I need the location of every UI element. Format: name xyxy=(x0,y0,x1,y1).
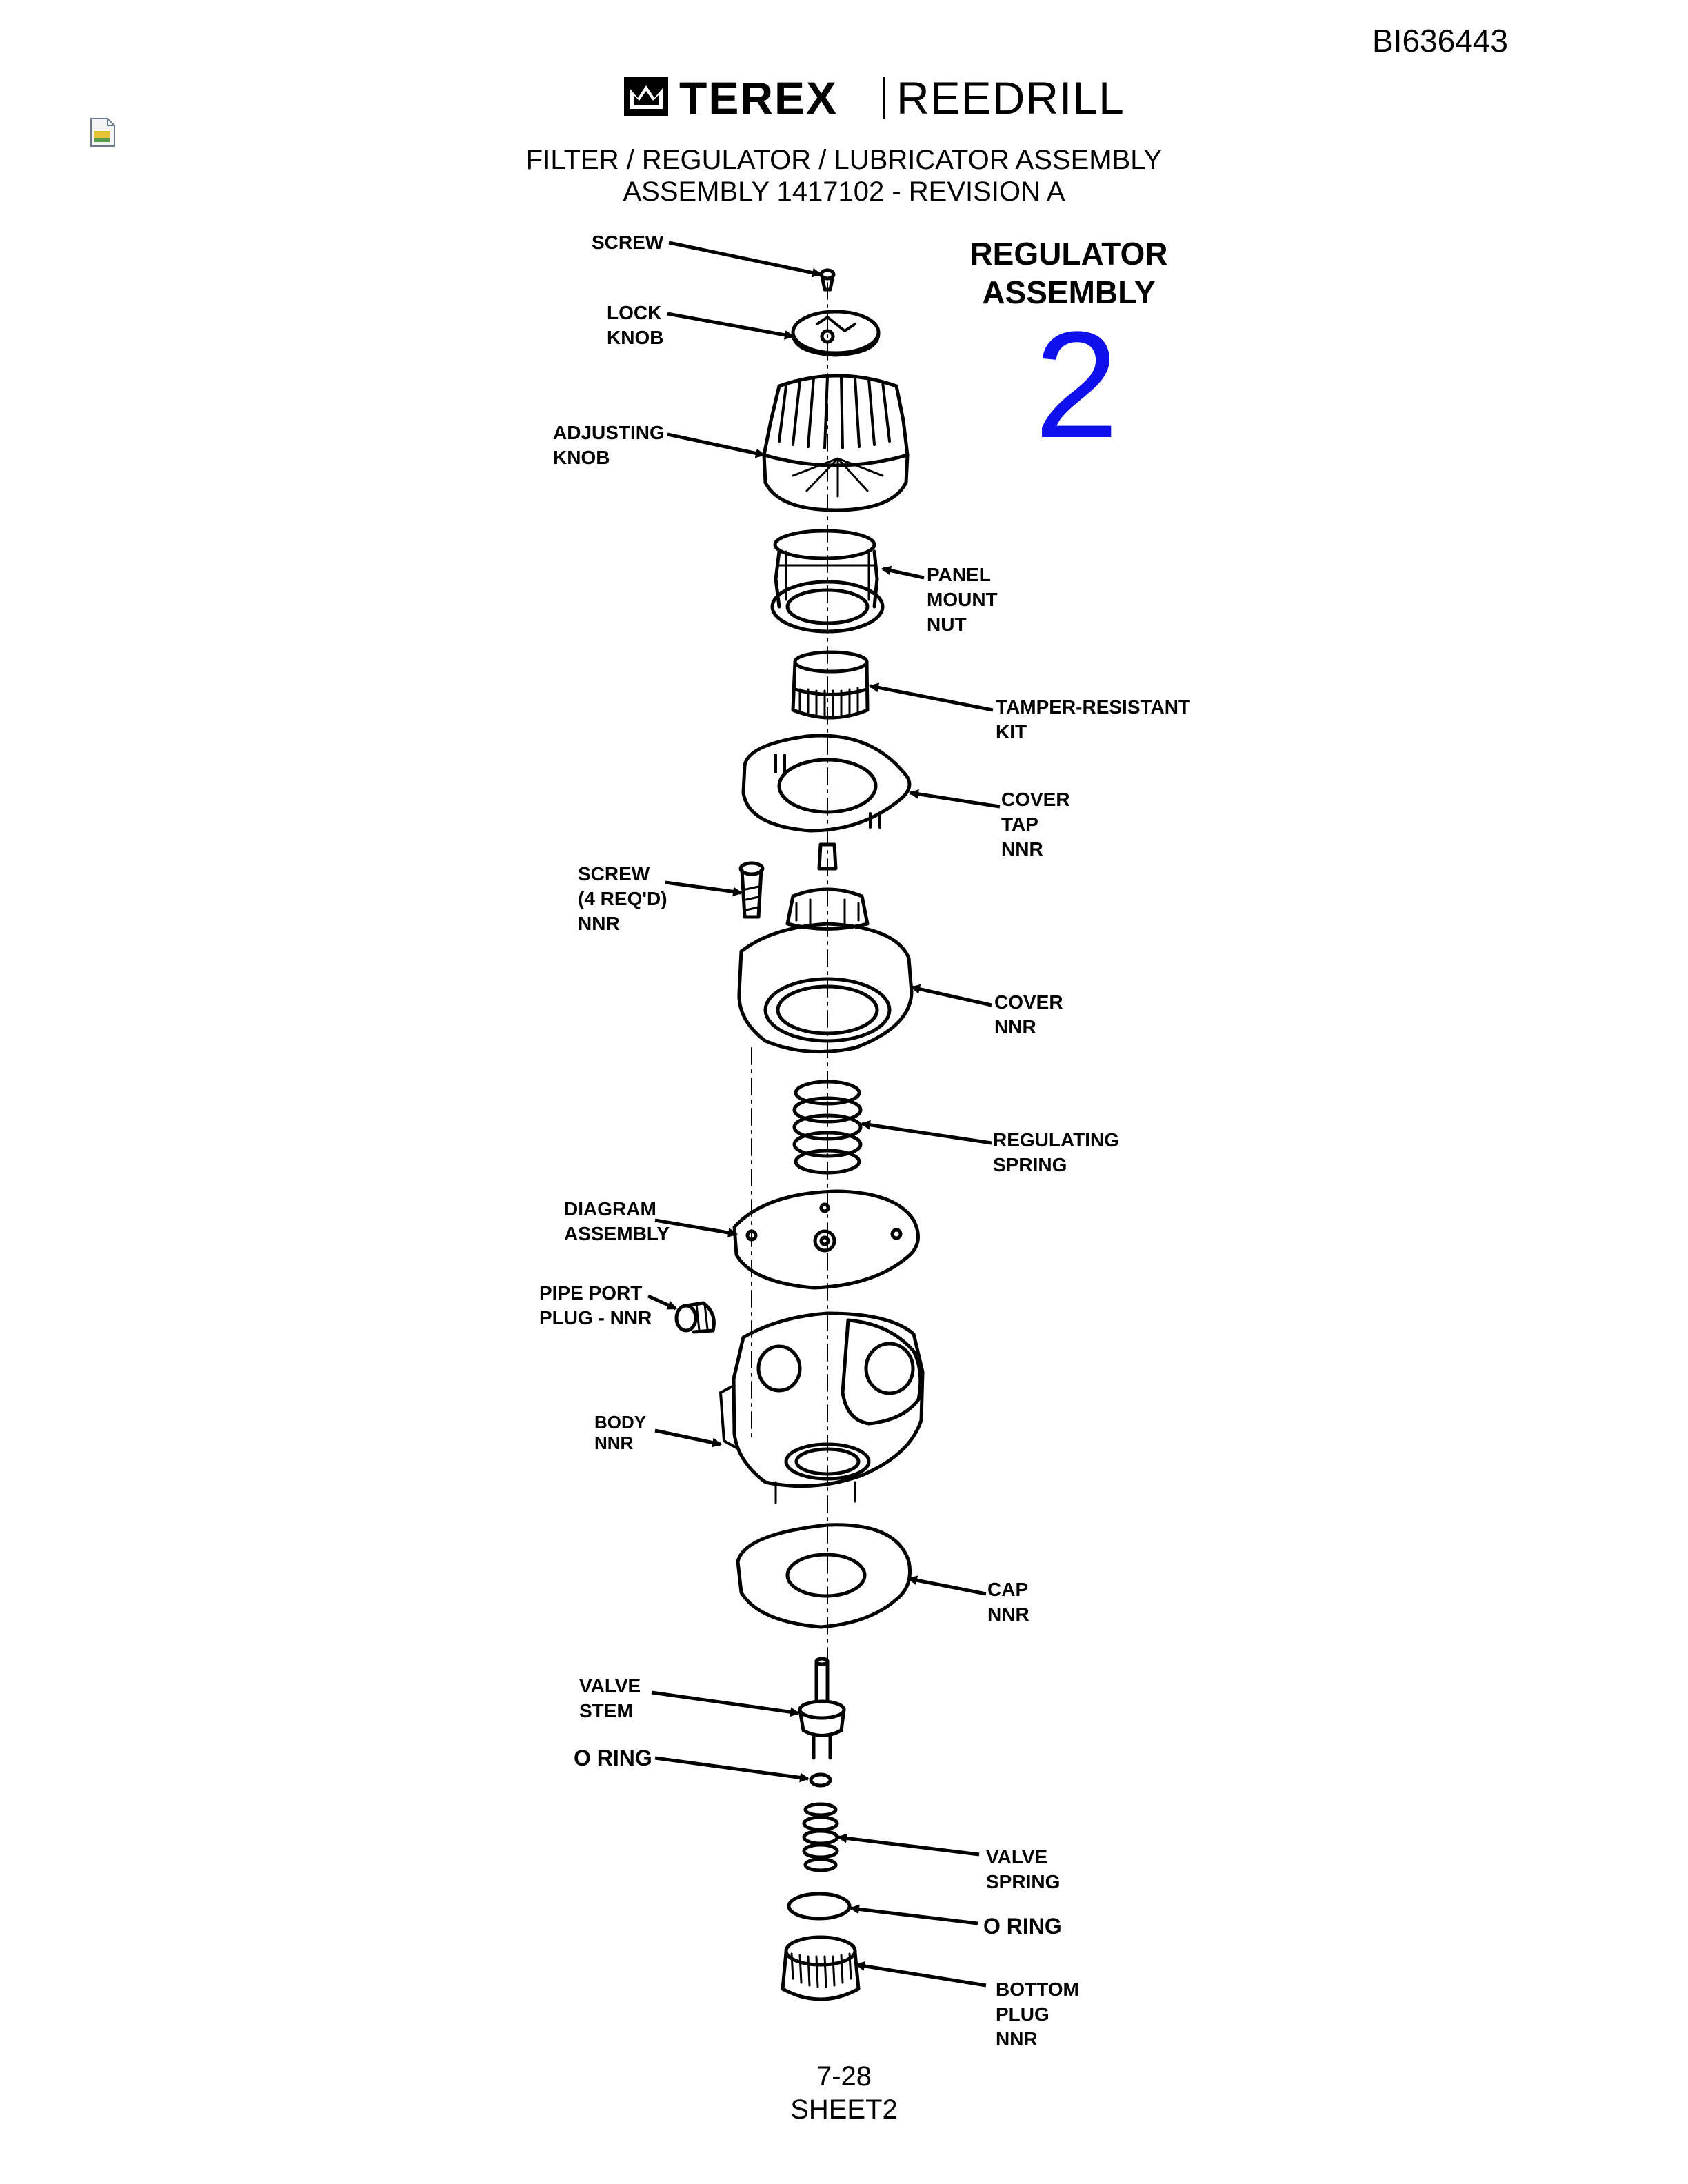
label-o-ring-small: O RING xyxy=(574,1746,652,1770)
adjusting-knob-part xyxy=(762,374,910,512)
cover-tap-part xyxy=(741,734,912,833)
label-valve-stem: VALVE STEM xyxy=(579,1675,641,1721)
document-id: BI636443 xyxy=(1372,23,1508,59)
brand-terex: TEREX xyxy=(679,72,838,123)
label-lock-knob: LOCK KNOB xyxy=(607,302,664,348)
terex-crown-logo-icon xyxy=(624,77,668,116)
panel-mount-nut-part xyxy=(770,529,885,634)
regulating-spring-part xyxy=(792,1080,863,1175)
lock-knob-part xyxy=(791,310,881,357)
label-o-ring-large: O RING xyxy=(983,1914,1062,1939)
assembly-heading-line2: ASSEMBLY xyxy=(982,274,1156,310)
label-tamper-resistant-kit: TAMPER-RESISTANT KIT xyxy=(996,696,1191,742)
brand-reedrill: REEDRILL xyxy=(896,72,1125,123)
label-cover-tap: COVER TAP NNR xyxy=(1001,789,1070,860)
document-attachment-icon xyxy=(90,118,115,147)
cover-part xyxy=(737,842,914,1054)
page-footer: 7-28 SHEET2 xyxy=(0,2060,1688,2126)
page-title: FILTER / REGULATOR / LUBRICATOR ASSEMBLY xyxy=(525,145,1163,175)
assembly-heading: REGULATOR ASSEMBLY xyxy=(965,234,1172,312)
label-cover: COVER NNR xyxy=(994,991,1063,1038)
label-adjusting-knob: ADJUSTING KNOB xyxy=(553,422,665,468)
label-panel-mount-nut: PANEL MOUNT NUT xyxy=(927,564,998,635)
label-diagram-assembly: DIAGRAM ASSEMBLY xyxy=(564,1198,670,1244)
valve-stem-part xyxy=(798,1657,846,1760)
label-screw-4: SCREW (4 REQ'D) NNR xyxy=(578,863,667,934)
screw-4-part xyxy=(738,861,765,919)
assembly-number: 2 xyxy=(1034,300,1119,469)
o-ring-large-part xyxy=(787,1892,852,1921)
tamper-resistant-kit-part xyxy=(791,650,870,720)
bottom-plug-part xyxy=(781,1935,861,2001)
body-part xyxy=(719,1311,925,1504)
page-subtitle: ASSEMBLY 1417102 - REVISION A xyxy=(623,176,1065,207)
diagram-assembly-part xyxy=(732,1189,920,1290)
valve-spring-part xyxy=(802,1802,839,1872)
label-bottom-plug: BOTTOM PLUG NNR xyxy=(996,1979,1079,2050)
leader-lines xyxy=(647,241,1001,1988)
label-pipe-port-plug: PIPE PORT PLUG - NNR xyxy=(539,1282,652,1328)
label-valve-spring: VALVE SPRING xyxy=(986,1846,1061,1892)
cap-part xyxy=(736,1523,912,1629)
page-number: 7-28 xyxy=(816,2061,872,2092)
label-cap: CAP NNR xyxy=(987,1579,1029,1625)
assembly-heading-line1: REGULATOR xyxy=(969,236,1168,272)
label-regulating-spring: REGULATING SPRING xyxy=(993,1129,1120,1175)
label-body: BODY NNR xyxy=(594,1412,647,1453)
o-ring-small-part xyxy=(809,1772,832,1788)
pipe-port-plug-part xyxy=(674,1301,716,1334)
label-screw: SCREW xyxy=(592,232,664,253)
sheet-number: SHEET2 xyxy=(790,2094,898,2125)
